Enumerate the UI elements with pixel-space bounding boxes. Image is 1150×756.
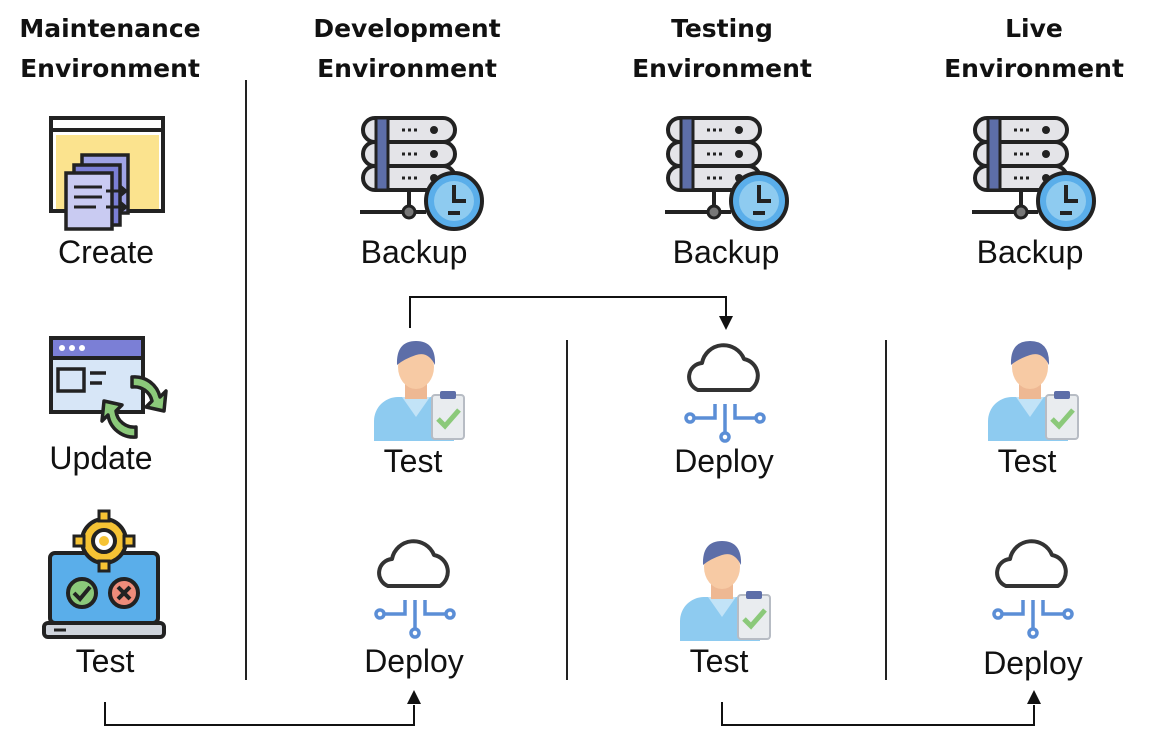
header-testing-line2: Environment	[632, 54, 812, 83]
header-maintenance-line2: Environment	[20, 54, 200, 83]
label-dev-deploy: Deploy	[364, 643, 464, 679]
laptop-icon	[42, 509, 166, 639]
tester-icon	[680, 541, 771, 641]
label-update: Update	[49, 440, 153, 476]
arrow-testing-to-live-deploy	[721, 702, 1035, 726]
header-testing-line1: Testing	[671, 14, 773, 43]
label-live-deploy: Deploy	[983, 645, 1083, 681]
divider-maintenance	[245, 80, 247, 680]
update-icon	[49, 336, 168, 439]
arrowhead-live-deploy	[1027, 690, 1041, 704]
label-dev-test: Test	[383, 443, 443, 479]
label-testing-deploy: Deploy	[674, 443, 774, 479]
label-live-test: Test	[997, 443, 1057, 479]
label-testing-backup: Backup	[672, 234, 780, 270]
server-icon	[360, 116, 484, 231]
arrow-dev-test-to-testing-deploy	[409, 296, 727, 328]
server-icon	[972, 116, 1096, 231]
label-live-backup: Backup	[976, 234, 1084, 270]
label-create: Create	[57, 234, 155, 270]
header-maintenance: Maintenance Environment	[0, 9, 225, 89]
header-development-line1: Development	[313, 14, 501, 43]
header-testing: Testing Environment	[607, 9, 837, 89]
arrow-maintenance-to-dev-deploy	[104, 702, 415, 726]
document-icon	[49, 116, 165, 231]
header-live-line2: Environment	[944, 54, 1124, 83]
label-maintenance-test: Test	[75, 643, 135, 679]
divider-development	[566, 340, 568, 680]
cloud-deploy-icon	[992, 539, 1074, 639]
cloud-deploy-icon	[684, 343, 766, 443]
header-live-line1: Live	[1005, 14, 1063, 43]
label-dev-backup: Backup	[360, 234, 468, 270]
cloud-deploy-icon	[374, 539, 456, 639]
arrowhead-testing-deploy	[719, 316, 733, 330]
divider-testing	[885, 340, 887, 680]
label-testing-test: Test	[689, 643, 749, 679]
header-live: Live Environment	[919, 9, 1149, 89]
arrowhead-dev-deploy	[407, 690, 421, 704]
server-icon	[665, 116, 789, 231]
tester-icon	[374, 341, 465, 441]
header-development-line2: Environment	[317, 54, 497, 83]
header-development: Development Environment	[292, 9, 522, 89]
header-maintenance-line1: Maintenance	[19, 14, 201, 43]
tester-icon	[988, 341, 1079, 441]
